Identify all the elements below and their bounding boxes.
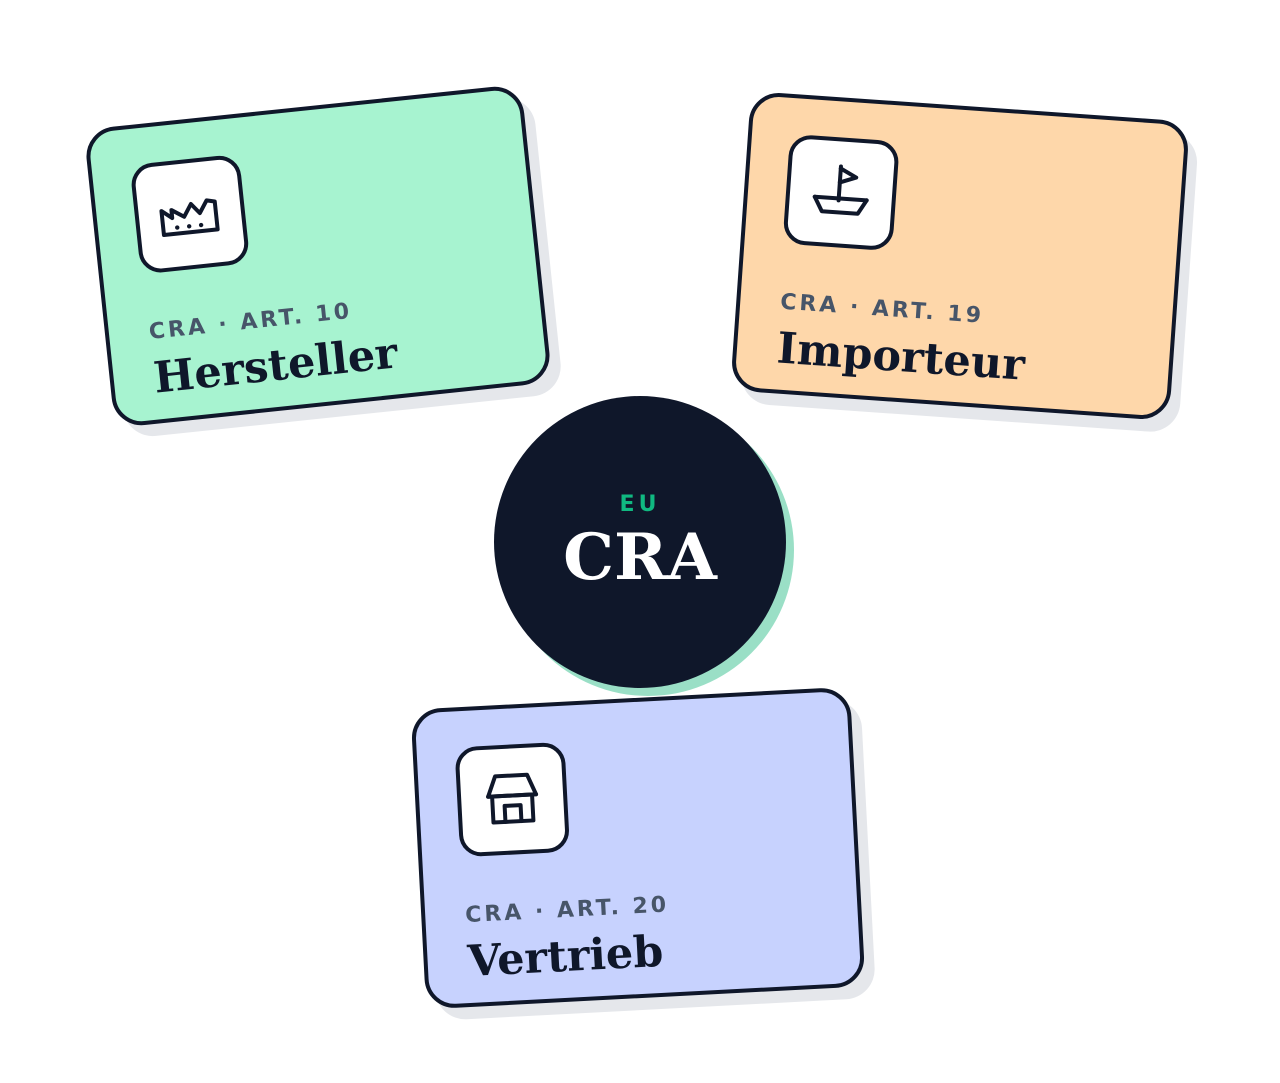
article-label: CRA · ART. 20 xyxy=(464,892,670,929)
card-importeur: CRA · ART. 19 Importeur xyxy=(730,91,1190,421)
store-icon xyxy=(486,772,539,825)
card-title: Vertrieb xyxy=(466,926,665,988)
store-icon-box xyxy=(454,741,571,858)
card-title: Importeur xyxy=(775,323,1027,391)
center-badge: EU CRA xyxy=(494,396,786,688)
ship-icon xyxy=(812,164,869,216)
card-hersteller: CRA · ART. 10 Hersteller xyxy=(83,83,553,429)
center-eyebrow: EU xyxy=(619,492,661,517)
card-vertrieb: CRA · ART. 20 Vertrieb xyxy=(410,686,866,1010)
factory-icon-box xyxy=(129,153,251,275)
factory-icon xyxy=(159,198,220,237)
article-label: CRA · ART. 19 xyxy=(779,289,985,329)
center-title: CRA xyxy=(563,520,717,595)
ship-icon-box xyxy=(782,133,900,252)
